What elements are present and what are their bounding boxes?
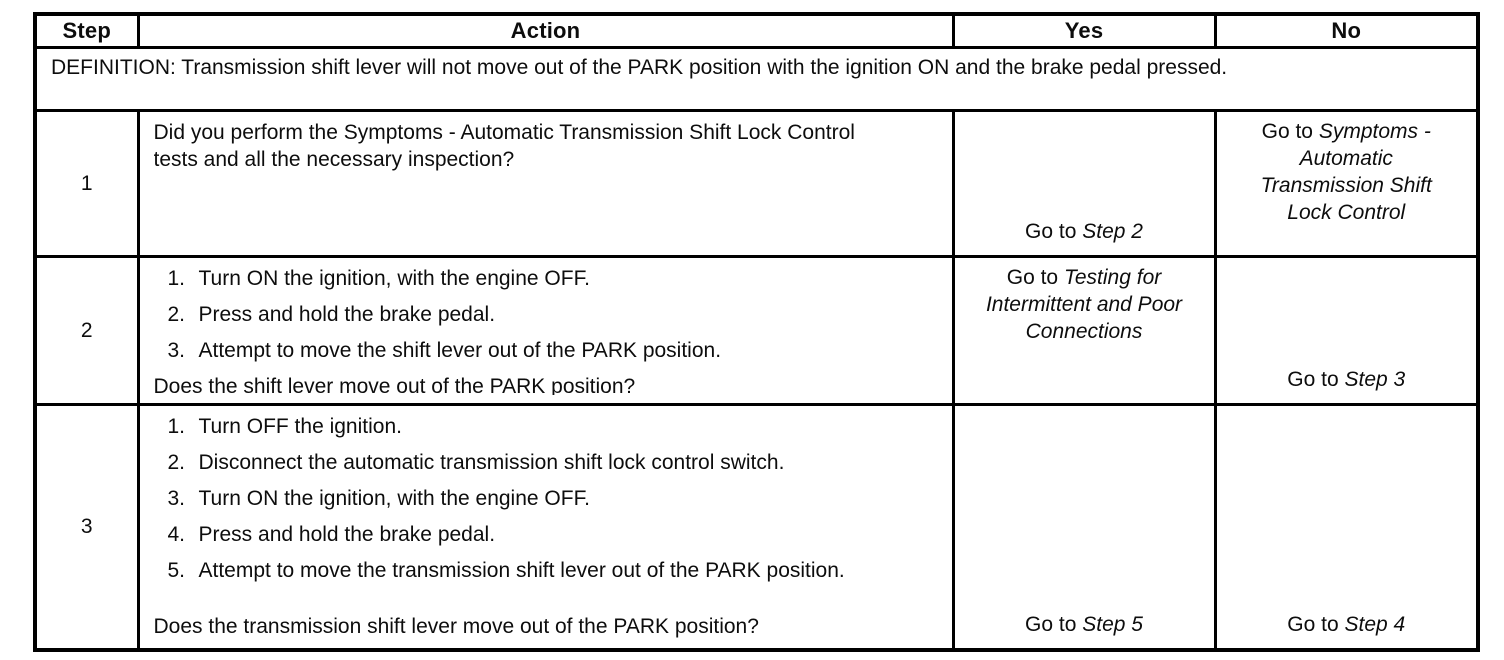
column-header-no: No: [1213, 12, 1480, 49]
goto-target: Step 3: [1344, 367, 1406, 391]
no-goto-text: Go to Step 4: [1287, 611, 1405, 638]
list-item-number: 3.: [167, 486, 186, 510]
list-item-number: 5.: [167, 558, 186, 582]
action-question: Does the transmission shift lever move o…: [153, 614, 759, 638]
list-item-text: Attempt to move the shift lever out of t…: [198, 338, 722, 362]
list-item-number: 1.: [167, 266, 186, 290]
table-row: 1 Did you perform the Symptoms - Automat…: [33, 108, 1480, 258]
goto-target: Symptoms - Automatic Transmission Shift …: [1260, 119, 1432, 224]
definition-text: DEFINITION: Transmission shift lever wil…: [51, 55, 1228, 79]
list-item-number: 3.: [167, 338, 186, 362]
no-cell: Go to Step 3: [1213, 254, 1480, 406]
column-header-yes: Yes: [951, 12, 1217, 49]
action-question: Did you perform the Symptoms - Automatic…: [153, 120, 855, 171]
step-number: 1: [33, 108, 140, 258]
goto-prefix: Go to: [1287, 612, 1339, 636]
yes-goto-text: Go to Step 2: [1025, 218, 1143, 245]
step-number: 3: [33, 402, 140, 651]
goto-prefix: Go to: [1261, 119, 1313, 143]
list-item-text: Press and hold the brake pedal.: [198, 522, 496, 546]
goto-target: Step 2: [1082, 219, 1143, 243]
table-row: 3 1. Turn OFF the ignition. 2. Disconnect …: [33, 402, 1480, 651]
yes-cell: Go to Step 2: [951, 108, 1217, 258]
step-number: 2: [33, 254, 140, 406]
list-item-number: 2.: [167, 302, 186, 326]
goto-prefix: Go to: [1287, 367, 1339, 391]
table-header-row: Step Action Yes No: [33, 12, 1480, 49]
yes-cell: Go to Step 5: [951, 402, 1217, 651]
no-cell: Go to Step 4: [1213, 402, 1480, 651]
goto-target: Step 5: [1082, 612, 1143, 636]
action-cell: Did you perform the Symptoms - Automatic…: [136, 108, 955, 258]
column-header-action: Action: [136, 12, 955, 49]
yes-goto-text: Go to Testing for Intermittent and Poor …: [959, 264, 1210, 345]
action-cell: 1. Turn OFF the ignition. 2. Disconnect th…: [136, 402, 955, 651]
list-item-text: Turn ON the ignition, with the engine OF…: [198, 486, 590, 510]
definition-row: DEFINITION: Transmission shift lever wil…: [33, 45, 1480, 112]
list-item-number: 4.: [167, 522, 186, 546]
definition-cell: DEFINITION: Transmission shift lever wil…: [33, 45, 1480, 112]
list-item: 4. Press and hold the brake pedal.: [168, 521, 942, 548]
list-item: 2. Disconnect the automatic transmission …: [168, 449, 942, 476]
goto-target: Testing for Intermittent and Poor Connec…: [985, 265, 1183, 343]
action-cell: 1. Turn ON the ignition, with the engine …: [136, 254, 955, 406]
list-item: 3. Turn ON the ignition, with the engine …: [168, 485, 942, 512]
goto-prefix: Go to: [1025, 612, 1077, 636]
list-item-text: Press and hold the brake pedal.: [198, 302, 496, 326]
no-goto-text: Go to Step 3: [1287, 366, 1405, 393]
action-steps-list: 1. Turn ON the ignition, with the engine …: [154, 265, 942, 373]
list-item: 1. Turn ON the ignition, with the engine …: [168, 265, 942, 292]
yes-cell: Go to Testing for Intermittent and Poor …: [951, 254, 1217, 406]
goto-prefix: Go to: [1025, 219, 1077, 243]
goto-prefix: Go to: [1006, 265, 1059, 289]
action-question: Does the shift lever move out of the PAR…: [153, 374, 636, 395]
diagnostic-table: Step Action Yes No DEFINITION: Transmiss…: [33, 12, 1480, 652]
list-item: 2. Press and hold the brake pedal.: [168, 301, 942, 328]
list-item-text: Turn ON the ignition, with the engine OF…: [198, 266, 590, 290]
list-item-text: Attempt to move the transmission shift l…: [198, 558, 845, 582]
table-row: 2 1. Turn ON the ignition, with the engin…: [33, 254, 1480, 406]
no-goto-text: Go to Symptoms - Automatic Transmission …: [1240, 118, 1452, 226]
column-header-step: Step: [33, 12, 140, 49]
list-item: 3. Attempt to move the shift lever out of…: [168, 337, 942, 364]
goto-target: Step 4: [1344, 612, 1406, 636]
action-steps-list: 1. Turn OFF the ignition. 2. Disconnect th…: [154, 413, 942, 593]
list-item: 5. Attempt to move the transmission shift…: [168, 557, 942, 584]
list-item-text: Turn OFF the ignition.: [198, 414, 402, 438]
list-item-number: 2.: [167, 450, 186, 474]
yes-goto-text: Go to Step 5: [1025, 611, 1143, 638]
list-item-number: 1.: [167, 414, 186, 438]
list-item: 1. Turn OFF the ignition.: [168, 413, 942, 440]
list-item-text: Disconnect the automatic transmission sh…: [198, 450, 785, 474]
no-cell: Go to Symptoms - Automatic Transmission …: [1213, 108, 1480, 258]
